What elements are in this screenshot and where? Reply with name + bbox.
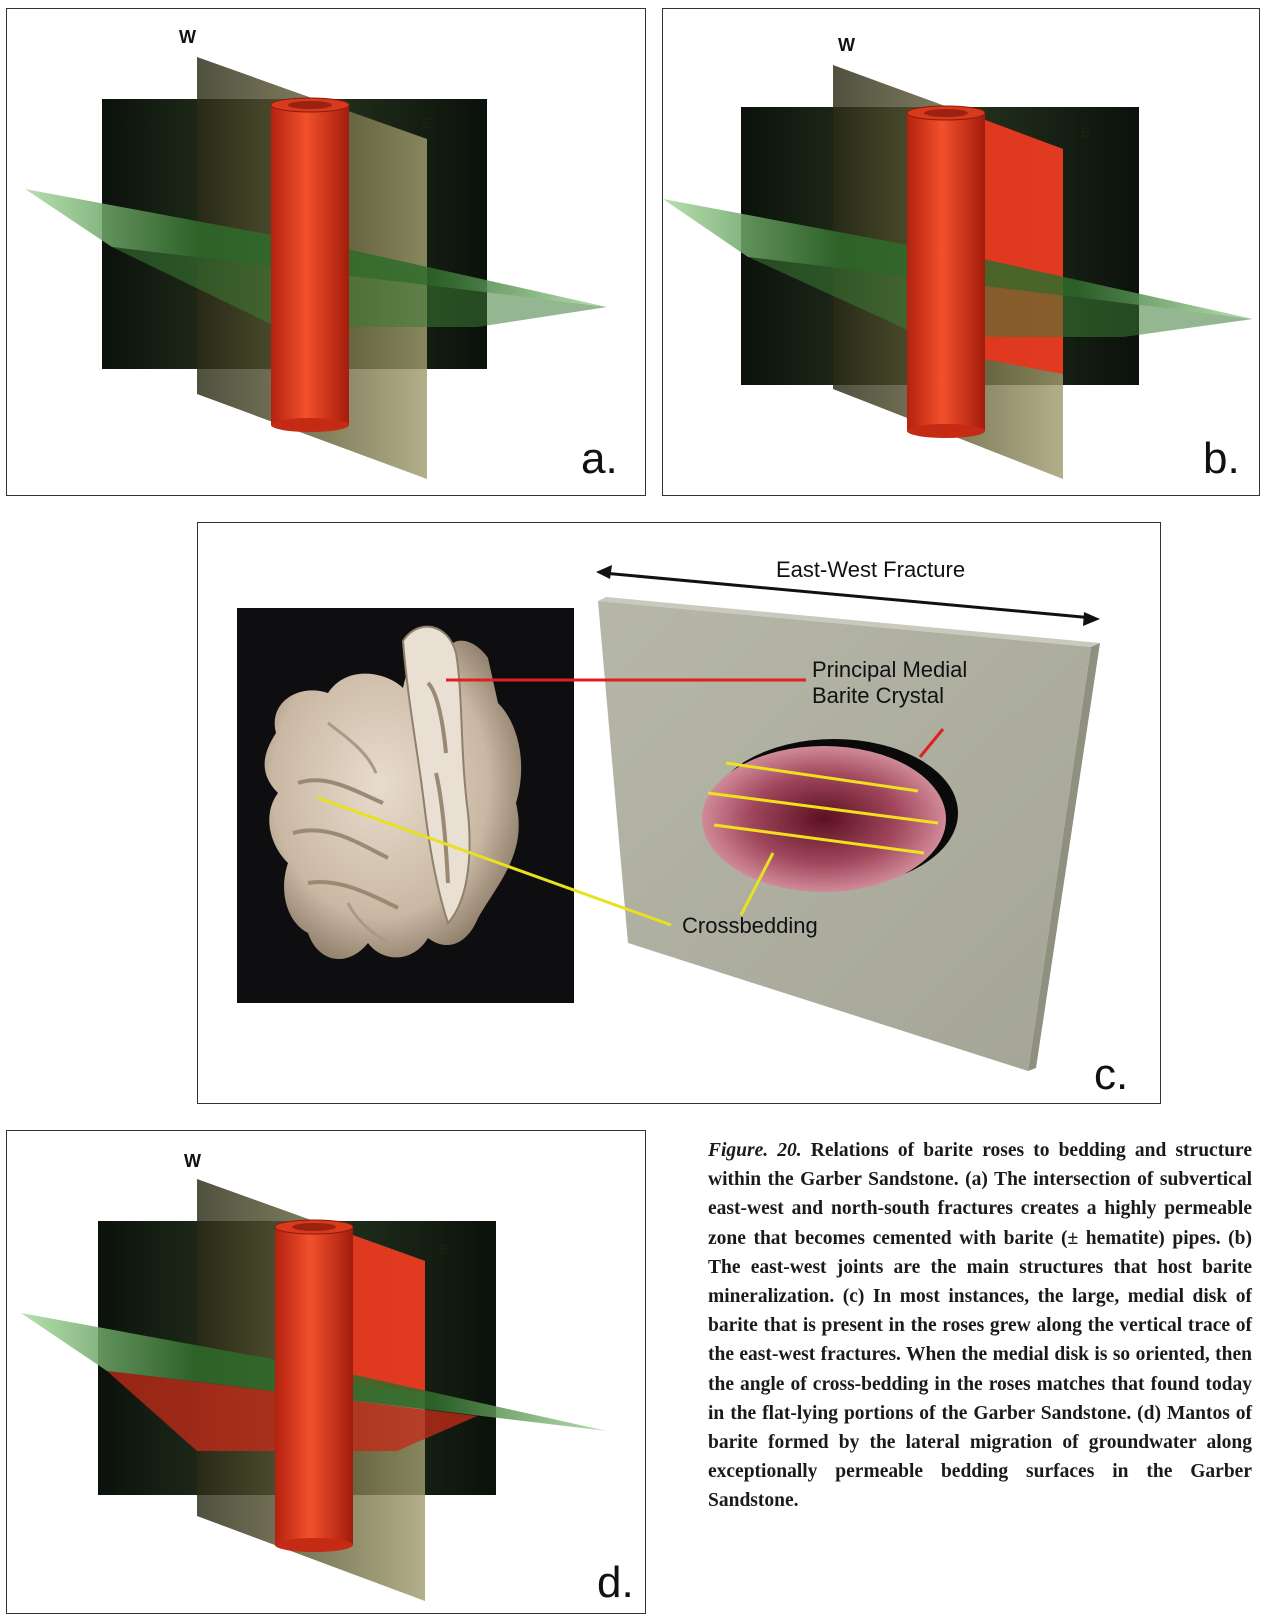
east-label: E [439,1241,448,1257]
barite-pipe [275,1227,353,1545]
barite-pipe [271,105,349,425]
barite-pipe-bottom [271,418,349,432]
mineralized-fracture-wall [347,1233,425,1393]
panel-b: W E b. [662,8,1260,496]
barite-pipe-hole [924,109,968,117]
barite-pipe [907,113,985,431]
panel-letter: c. [1094,1053,1128,1097]
barite-rose-diagram [198,523,1161,1104]
west-label: W [179,27,196,48]
crossbedding-label: Crossbedding [682,913,818,939]
panel-c: East-West Fracture Principal Medial Bari… [197,522,1161,1104]
east-label: E [422,115,431,131]
block-diagram-d [7,1131,646,1614]
block-diagram-b [663,9,1260,496]
block-diagram-a [7,9,646,496]
caption-text: Relations of barite roses to bedding and… [708,1140,1252,1511]
barite-pipe-bottom [907,424,985,438]
figure-reference: Figure. 20. [708,1140,802,1161]
panel-letter: d. [597,1561,634,1605]
panel-a: W E a. [6,8,646,496]
barite-pipe-bottom [275,1538,353,1552]
panel-letter: b. [1203,437,1240,481]
panel-d: W E d. [6,1130,646,1614]
panel-letter: a. [581,437,618,481]
west-label: W [184,1151,201,1172]
fracture-label: East-West Fracture [776,557,965,583]
east-label: E [1081,124,1090,140]
barite-pipe-hole [292,1223,336,1231]
fracture-arrow-head-right [1083,612,1100,626]
medial-crystal-label-line2: Barite Crystal [812,683,967,709]
fracture-arrow-head-left [596,565,612,579]
barite-pipe-hole [288,101,332,109]
west-label: W [838,35,855,56]
medial-crystal-label-line1: Principal Medial [812,657,967,683]
figure-caption: Figure. 20. Relations of barite roses to… [708,1136,1252,1516]
medial-crystal-label: Principal Medial Barite Crystal [812,657,967,709]
